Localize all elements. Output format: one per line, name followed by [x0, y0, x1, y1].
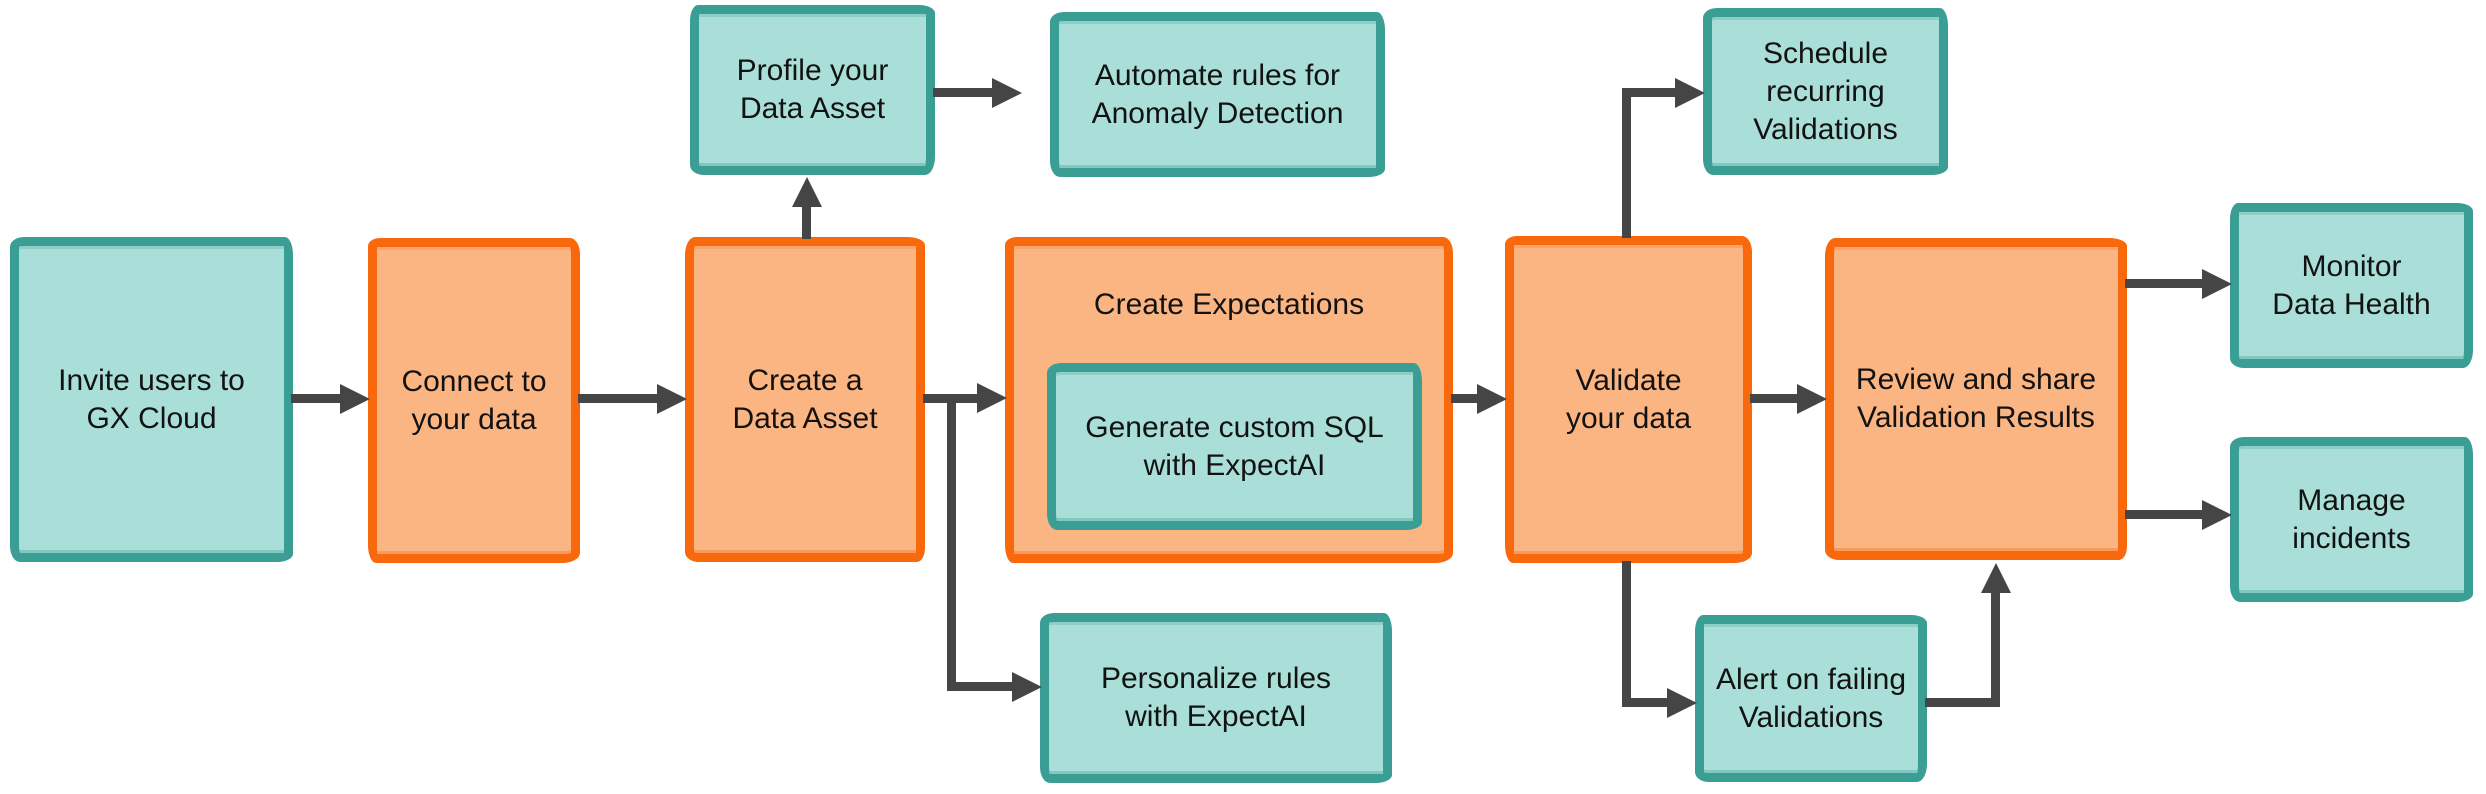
arrow-validate-to-alert-vertical — [1622, 561, 1631, 707]
arrowhead-create-asset-to-profile — [792, 177, 822, 207]
arrowhead-profile-to-automate — [992, 78, 1022, 108]
arrow-alert-to-review-vertical — [1991, 593, 2000, 707]
arrowhead-connect-to-create-asset — [657, 384, 687, 414]
arrowhead-review-to-manage — [2202, 500, 2232, 530]
arrow-validate-to-schedule-vertical — [1622, 89, 1631, 238]
node-profile-asset: Profile your Data Asset — [690, 5, 935, 175]
node-validate-data: Validate your data — [1505, 236, 1752, 563]
node-personalize-rules-label: Personalize rules with ExpectAI — [1100, 662, 1332, 733]
node-create-expectations-label: Create Expectations — [1093, 287, 1365, 321]
node-create-expectations: Create Expectations Generate custom SQL … — [1005, 237, 1453, 563]
node-invite-users: Invite users to GX Cloud — [10, 237, 293, 562]
node-profile-asset-label: Profile your Data Asset — [736, 54, 889, 125]
node-automate-rules: Automate rules for Anomaly Detection — [1050, 12, 1385, 177]
node-alert-validations-label: Alert on failing Validations — [1715, 662, 1907, 734]
arrow-review-to-monitor — [2125, 279, 2204, 288]
arrowhead-validate-to-schedule — [1675, 78, 1705, 108]
arrowhead-to-personalize — [1012, 672, 1042, 702]
arrow-validate-to-review — [1750, 394, 1799, 403]
arrow-validate-to-alert-horizontal — [1622, 698, 1669, 707]
node-review-share: Review and share Validation Results — [1825, 238, 2127, 560]
arrowhead-expectations-to-validate — [1477, 384, 1507, 414]
arrowhead-validate-to-review — [1797, 384, 1827, 414]
node-validate-data-label: Validate your data — [1565, 363, 1692, 435]
arrow-validate-to-schedule-horizontal — [1622, 88, 1677, 97]
node-review-share-label: Review and share Validation Results — [1855, 363, 2097, 434]
arrowhead-alert-to-review — [1981, 563, 2011, 593]
node-invite-users-label: Invite users to GX Cloud — [58, 363, 245, 435]
node-create-expectations-title: Create Expectations — [1014, 246, 1444, 363]
node-manage-incidents-label: Manage incidents — [2292, 483, 2411, 555]
node-create-asset-label: Create a Data Asset — [732, 363, 878, 435]
node-monitor-health-label: Monitor Data Health — [2272, 249, 2431, 321]
arrowhead-validate-to-alert — [1667, 688, 1697, 718]
node-generate-sql: Generate custom SQL with ExpectAI — [1047, 363, 1422, 530]
node-schedule-validations-label: Schedule recurring Validations — [1753, 36, 1898, 146]
arrow-invite-to-connect — [291, 394, 342, 403]
node-monitor-health: Monitor Data Health — [2230, 203, 2473, 368]
arrow-branch-to-personalize-vertical — [947, 394, 956, 691]
node-generate-sql-label: Generate custom SQL with ExpectAI — [1085, 410, 1384, 482]
arrowhead-review-to-monitor — [2202, 269, 2232, 299]
arrow-review-to-manage — [2125, 510, 2204, 519]
node-connect-data: Connect to your data — [368, 238, 580, 563]
arrowhead-invite-to-connect — [340, 384, 370, 414]
arrow-connect-to-create-asset — [578, 394, 659, 403]
node-automate-rules-label: Automate rules for Anomaly Detection — [1091, 58, 1344, 130]
arrow-create-asset-to-profile — [802, 205, 811, 239]
arrow-branch-to-personalize-horizontal — [947, 682, 1014, 691]
arrow-profile-to-automate — [933, 88, 994, 97]
node-connect-data-label: Connect to your data — [401, 364, 547, 436]
arrow-expectations-to-validate — [1451, 394, 1479, 403]
node-manage-incidents: Manage incidents — [2230, 437, 2473, 602]
node-schedule-validations: Schedule recurring Validations — [1703, 8, 1948, 175]
node-alert-validations: Alert on failing Validations — [1695, 615, 1927, 782]
arrow-alert-to-review-horizontal — [1925, 698, 2000, 707]
node-personalize-rules: Personalize rules with ExpectAI — [1040, 613, 1392, 783]
arrowhead-create-asset-to-expectations — [977, 383, 1007, 413]
node-create-asset: Create a Data Asset — [685, 237, 925, 562]
